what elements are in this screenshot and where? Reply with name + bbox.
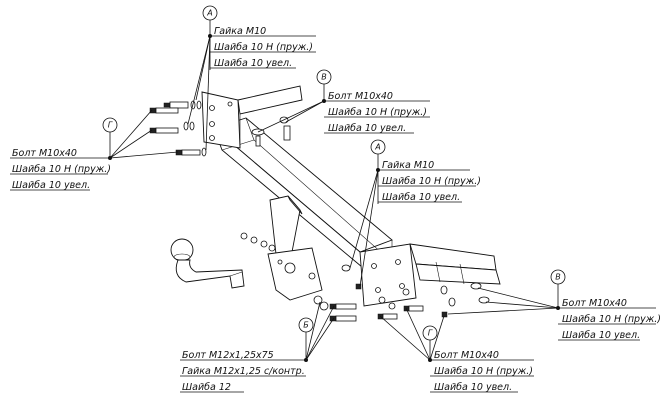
label-line: Болт М10х40 xyxy=(562,298,627,309)
label-line: Шайба 10 Н (пруж.) xyxy=(328,107,427,118)
left-bracket xyxy=(201,85,303,149)
label-line: Гайка М12х1,25 с/контр. xyxy=(182,366,305,377)
label-v-right: Болт М10х40 Шайба 10 Н (пруж.) Шайба 10 … xyxy=(562,298,661,341)
fasteners-left-top xyxy=(149,100,207,157)
callout-letter: Г xyxy=(108,121,113,130)
label-line: Шайба 10 увел. xyxy=(382,192,460,203)
callout-g-left: Г xyxy=(102,117,118,133)
label-b-bottom: Болт М12х1,25х75 Гайка М12х1,25 с/контр.… xyxy=(182,350,305,393)
label-line: Болт М12х1,25х75 xyxy=(182,350,274,361)
callout-a-middle: A xyxy=(370,139,386,155)
callout-a-top: A xyxy=(202,5,218,21)
callout-letter: A xyxy=(374,143,380,152)
label-line: Шайба 10 увел. xyxy=(328,123,406,134)
callout-v-top: В xyxy=(316,69,332,85)
label-line: Шайба 10 Н (пруж.) xyxy=(382,176,481,187)
label-line: Шайба 10 увел. xyxy=(562,330,640,341)
callout-b-bottom: Б xyxy=(298,317,314,333)
label-g-left: Болт М10х40 Шайба 10 Н (пруж.) Шайба 10 … xyxy=(12,148,111,191)
fasteners-center xyxy=(240,232,357,322)
tow-ball xyxy=(170,238,245,289)
callout-letter: В xyxy=(555,273,561,282)
callout-g-bottom: Г xyxy=(422,325,438,341)
center-bracket xyxy=(267,195,323,301)
callout-v-right: В xyxy=(550,269,566,285)
callout-letter: Б xyxy=(303,321,309,330)
label-line: Шайба 10 увел. xyxy=(214,58,292,69)
label-line: Шайба 10 Н (пруж.) xyxy=(214,42,313,53)
label-line: Шайба 10 Н (пруж.) xyxy=(434,366,533,377)
label-g-bottom: Болт М10х40 Шайба 10 Н (пруж.) Шайба 10 … xyxy=(434,350,533,393)
label-line: Болт М10х40 xyxy=(328,91,393,102)
label-line: Болт М10х40 xyxy=(434,350,499,361)
label-line: Болт М10х40 xyxy=(12,148,77,159)
label-line: Шайба 10 Н (пруж.) xyxy=(562,314,661,325)
label-a-top: Гайка М10 Шайба 10 Н (пруж.) Шайба 10 ув… xyxy=(214,26,313,69)
label-line: Гайка М10 xyxy=(382,160,434,171)
label-line: Шайба 10 увел. xyxy=(12,180,90,191)
label-line: Гайка М10 xyxy=(214,26,266,37)
label-a-middle: Гайка М10 Шайба 10 Н (пруж.) Шайба 10 ув… xyxy=(382,160,481,203)
callout-letter: В xyxy=(321,73,327,82)
label-v-top: Болт М10х40 Шайба 10 Н (пруж.) Шайба 10 … xyxy=(328,91,427,134)
leader-lines xyxy=(10,20,656,393)
label-line: Шайба 10 Н (пруж.) xyxy=(12,164,111,175)
leader-dots xyxy=(108,34,560,362)
right-bracket xyxy=(359,243,501,307)
label-line: Шайба 12 xyxy=(182,382,231,393)
callout-letter: Г xyxy=(428,329,433,338)
label-line: Шайба 10 увел. xyxy=(434,382,512,393)
callout-letter: A xyxy=(206,9,212,18)
